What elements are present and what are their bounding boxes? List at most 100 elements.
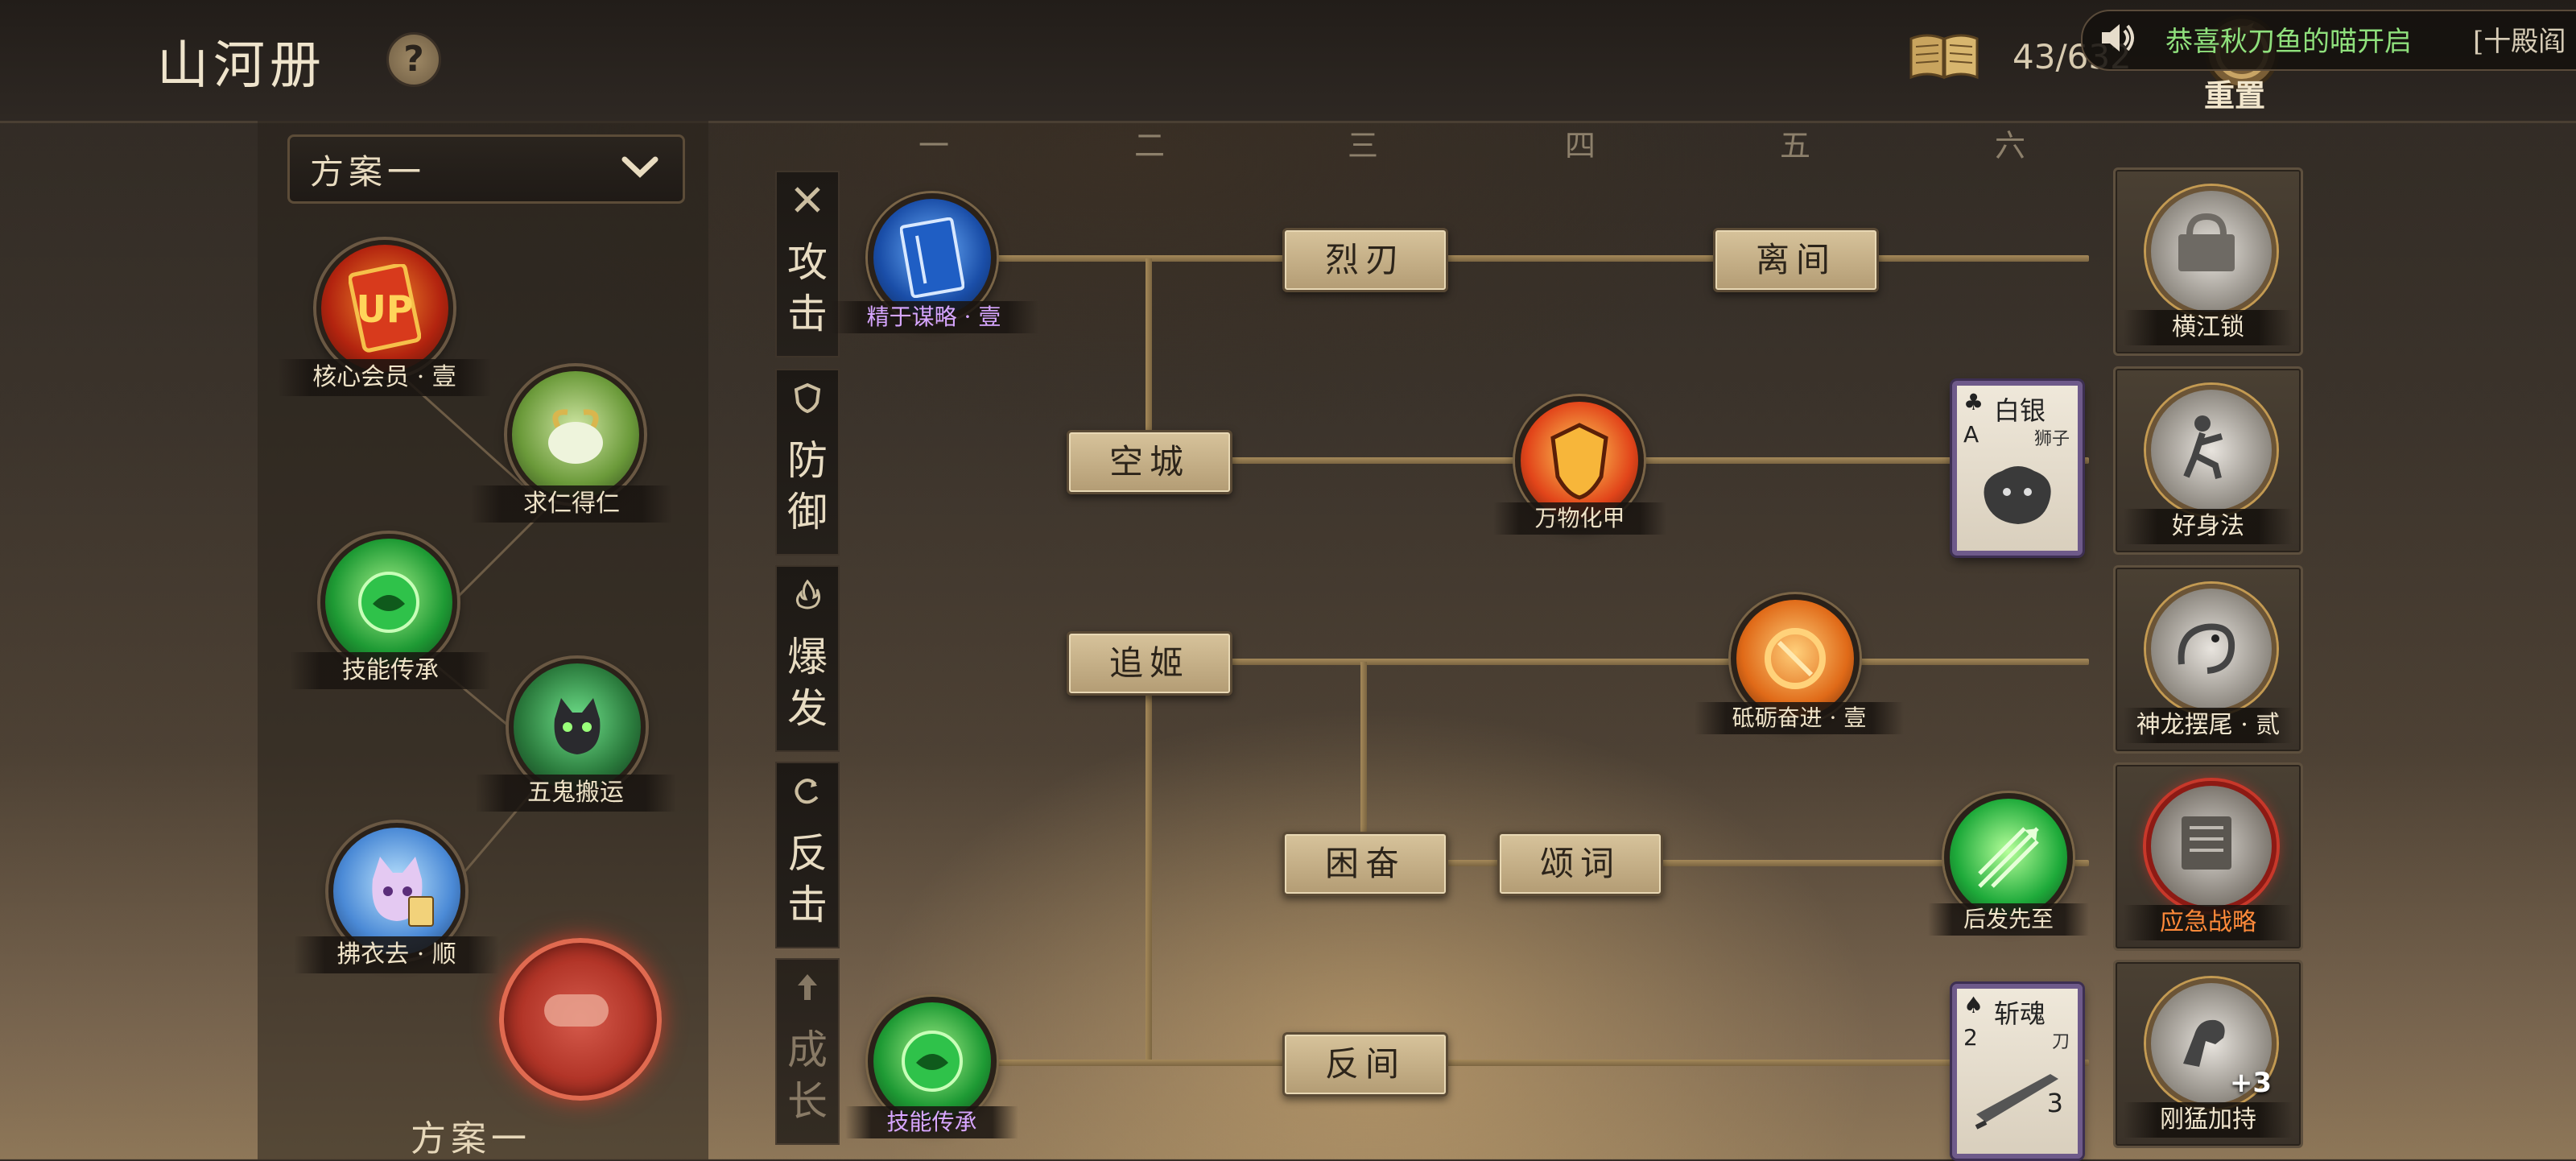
speaker-icon[interactable] <box>2097 18 2137 58</box>
blade-icon <box>1975 1074 2058 1130</box>
column-header: 四 <box>1564 128 1596 163</box>
card-rank: A <box>1963 421 1979 448</box>
node-fanjian[interactable]: 反间 <box>1282 1032 1448 1097</box>
left-skill-label: 五鬼搬运 <box>475 775 676 812</box>
node-kongcheng[interactable]: 空城 <box>1067 430 1232 494</box>
tree-line <box>1146 688 1152 1060</box>
reward-label: 神龙摆尾 · 贰 <box>2136 711 2281 739</box>
flame-icon <box>795 579 821 609</box>
arrows-icon <box>1978 827 2039 888</box>
chevron-down-icon <box>621 156 658 178</box>
broadcast-banner <box>2081 10 2576 71</box>
dragon-icon <box>2178 623 2235 674</box>
card-number: 3 <box>2046 1088 2063 1118</box>
reward-label: 好身法 <box>2172 512 2244 540</box>
left-skill-inherit[interactable] <box>320 534 457 671</box>
node-strategy[interactable] <box>868 193 997 322</box>
black-cat-icon <box>554 698 601 754</box>
reward-label: 横江锁 <box>2172 313 2244 341</box>
node-songci[interactable]: 颂词 <box>1497 832 1663 896</box>
broadcast-text: 恭喜秋刀鱼的喵开启 <box>2165 26 2412 58</box>
left-skill-vip[interactable]: UP <box>316 240 453 377</box>
node-kunfen[interactable]: 困奋 <box>1282 832 1448 896</box>
armor-icon <box>1550 423 1608 500</box>
tab-label: 成长 <box>787 1027 828 1125</box>
reward-tile[interactable]: 横江锁 <box>2113 167 2303 356</box>
card-suit: ♣ <box>1963 389 1984 415</box>
left-skill-label: 拂衣去 · 顺 <box>294 936 499 973</box>
column-header: 五 <box>1779 128 1810 163</box>
tree-line <box>1146 258 1152 461</box>
plan-name-label: 方案一 <box>411 1118 531 1159</box>
node-label: 精于谋略 · 壹 <box>829 301 1038 333</box>
reward-badge: +3 <box>2229 1067 2272 1099</box>
tab-burst[interactable]: 爆发 <box>775 565 840 752</box>
reward-tile[interactable]: 神龙摆尾 · 贰 <box>2113 565 2303 754</box>
svg-text:UP: UP <box>356 287 413 331</box>
green-orb-icon <box>358 572 419 633</box>
strategy-book-icon <box>2182 816 2231 870</box>
counter-icon <box>795 779 819 804</box>
tab-label: 爆发 <box>787 634 828 732</box>
tree-line <box>994 1060 2089 1066</box>
card-name: 白银 <box>1994 395 2046 426</box>
node-inherit[interactable] <box>868 997 997 1126</box>
node-lijian[interactable]: 离间 <box>1713 228 1879 292</box>
swords-icon <box>795 187 820 213</box>
tab-defense[interactable]: 防御 <box>775 369 840 556</box>
reward-tile[interactable]: 好身法 <box>2113 366 2303 555</box>
reset-label: 重置 <box>2204 77 2266 114</box>
arrow-up-icon <box>798 974 817 1000</box>
tree-line <box>1228 659 2089 665</box>
tab-label: 防御 <box>787 437 828 535</box>
book-icon <box>1909 34 1979 80</box>
strong-arm-icon <box>2183 1019 2225 1067</box>
reward-tile[interactable]: +3 刚猛加持 <box>2113 960 2303 1148</box>
tab-label: 反击 <box>787 830 828 928</box>
node-latestrike[interactable] <box>1944 793 2073 922</box>
tab-label: 攻击 <box>787 239 828 337</box>
node-temper[interactable] <box>1731 594 1860 723</box>
purple-fox-icon <box>372 857 434 927</box>
node-label: 后发先至 <box>1928 903 2089 936</box>
column-header: 一 <box>918 128 949 163</box>
tree-line <box>1441 860 2089 866</box>
chain-lock-icon <box>2178 213 2235 271</box>
column-header: 三 <box>1347 128 1378 163</box>
page-title: 山河册 <box>157 36 326 96</box>
tree-line <box>1360 662 1367 839</box>
node-zhuiji[interactable]: 追姬 <box>1067 631 1232 696</box>
plan-dropdown[interactable] <box>287 134 685 204</box>
scroll-book-icon <box>900 217 964 298</box>
card-baiyin[interactable]: ♣ A 白银 狮子 <box>1952 381 2083 556</box>
column-header: 二 <box>1133 128 1165 163</box>
plan-dropdown-value: 方案一 <box>310 152 427 192</box>
left-skill-label: 核心会员 · 壹 <box>278 359 491 396</box>
confirm-button[interactable] <box>499 938 662 1101</box>
column-header: 六 <box>1994 128 2025 163</box>
tree-line <box>994 255 2089 262</box>
left-skill-ram[interactable] <box>507 366 644 503</box>
card-subtitle: 刀 <box>2051 1032 2070 1052</box>
flame-ring-icon <box>1765 628 1826 689</box>
node-label: 技能传承 <box>845 1106 1018 1138</box>
left-skill-label: 求仁得仁 <box>471 485 672 523</box>
reward-label: 应急战略 <box>2160 908 2256 936</box>
tab-growth[interactable]: 成长 <box>775 958 840 1145</box>
tab-attack[interactable]: 攻击 <box>775 171 840 357</box>
green-orb-icon <box>902 1031 963 1092</box>
help-button[interactable]: ? <box>386 32 441 87</box>
left-skill-cat[interactable] <box>509 659 646 795</box>
broadcast-tag: [十殿阎 <box>2473 26 2566 58</box>
tree-line <box>1228 457 2089 464</box>
node-label: 砥砺奋进 · 壹 <box>1695 702 1904 734</box>
card-suit: ♠ <box>1963 992 1984 1018</box>
shield-icon <box>794 382 821 414</box>
card-zhanhun[interactable]: ♠ 2 斩魂 刀 3 <box>1952 984 2083 1159</box>
lion-icon <box>1984 466 2051 524</box>
reward-tile[interactable]: 应急战略 <box>2113 762 2303 951</box>
left-connectors <box>385 361 557 927</box>
node-liedao[interactable]: 烈刃 <box>1282 228 1448 292</box>
reward-label: 刚猛加持 <box>2160 1105 2256 1134</box>
tab-counter[interactable]: 反击 <box>775 762 840 948</box>
